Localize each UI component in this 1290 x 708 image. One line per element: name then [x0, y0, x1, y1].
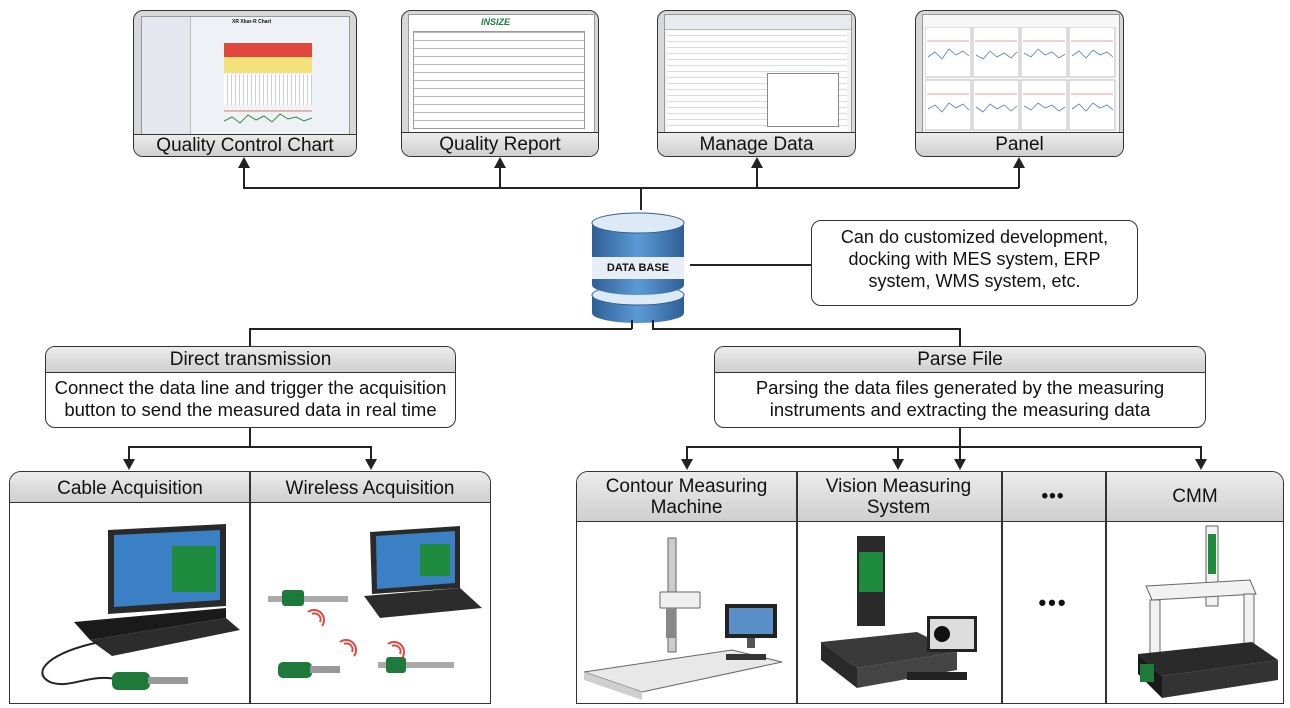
- parse-file-title: Parse File: [715, 347, 1205, 373]
- instruments-box: Contour Measuring Machine Vision Measuri…: [576, 471, 1284, 704]
- connector-parse-horizontal: [686, 446, 1201, 448]
- arrow-up-3: [751, 157, 763, 168]
- panel-manage-data: Manage Data: [657, 10, 856, 157]
- instruments-header: [577, 472, 1283, 522]
- qc-red-band: [224, 43, 312, 57]
- parse-file-box: Parse File Parsing the data files genera…: [714, 346, 1206, 428]
- cmm-label: CMM: [1172, 486, 1218, 507]
- contour-machine-image: [583, 537, 783, 700]
- connector-wireless: [370, 446, 372, 460]
- connector-top-horizontal: [243, 187, 1019, 189]
- connector-ellipsis: [959, 446, 961, 460]
- ellipsis-body: •••: [1038, 590, 1068, 615]
- connector-top-3: [756, 166, 758, 188]
- connector-cable: [128, 446, 130, 460]
- cable-acquisition-label: Cable Acquisition: [57, 478, 203, 499]
- qc-line-chart: [224, 110, 312, 124]
- connector-to-parse: [959, 328, 961, 347]
- connector-parse-down: [959, 428, 961, 447]
- qc-chart-title: XR Xbar-R Chart: [232, 19, 272, 25]
- connector-vision: [897, 446, 899, 460]
- arrow-down-contour: [681, 459, 693, 470]
- database-label: DATA BASE: [606, 262, 670, 274]
- direct-transmission-desc: Connect the data line and trigger the ac…: [54, 377, 447, 421]
- database-icon: [591, 212, 685, 323]
- laptop-cable-image: [41, 524, 240, 690]
- divider-contour-vision: [796, 472, 798, 703]
- arrow-up-2: [494, 157, 506, 168]
- arrow-down-cmm: [1195, 459, 1207, 470]
- ellipsis-header-label: •••: [1041, 486, 1065, 507]
- direct-transmission-title: Direct transmission: [46, 347, 455, 373]
- divider-ellipsis-cmm: [1105, 472, 1107, 703]
- arrow-down-cable: [123, 459, 135, 470]
- note-box: Can do customized development, docking w…: [811, 220, 1138, 306]
- connector-to-direct: [249, 328, 251, 347]
- quality-report-label: Quality Report: [402, 132, 598, 156]
- connector-db-left: [631, 320, 633, 329]
- panel-screenshot: [922, 14, 1120, 136]
- connector-direct-down: [249, 428, 251, 447]
- divider-vision-ellipsis: [1001, 472, 1003, 703]
- arrow-up-1: [238, 157, 250, 168]
- connector-contour: [686, 446, 688, 460]
- panel-label: Panel: [916, 132, 1123, 156]
- connector-top-1: [243, 166, 245, 188]
- connector-mid-right: [652, 328, 960, 330]
- cmm-image: [1138, 525, 1278, 698]
- qc-sidebar: [142, 17, 191, 134]
- wireless-devices-image: [268, 526, 482, 678]
- qc-chart-screenshot: XR Xbar-R Chart: [141, 16, 350, 135]
- wireless-acquisition-label: Wireless Acquisition: [285, 478, 455, 499]
- note-text: Can do customized development, docking w…: [840, 227, 1109, 291]
- report-table: [413, 31, 585, 129]
- vision-system-label: Vision Measuring System: [825, 476, 972, 519]
- connector-direct-horizontal: [128, 446, 371, 448]
- manage-dialog: [767, 73, 839, 127]
- arrow-up-4: [1013, 157, 1025, 168]
- acquisition-box: Cable Acquisition Wireless Acquisition: [9, 471, 491, 704]
- report-logo: INSIZE: [481, 17, 511, 27]
- connector-top-4: [1018, 166, 1020, 188]
- manage-toolbar: [665, 15, 851, 30]
- quality-report-screenshot: INSIZE: [408, 14, 595, 136]
- arrow-down-ellipsis: [954, 459, 966, 470]
- panel-mini-charts: [925, 27, 1116, 131]
- panel-panel: Panel: [915, 10, 1124, 157]
- qc-yellow-band: [224, 57, 312, 73]
- connector-top-2: [499, 166, 501, 188]
- manage-data-screenshot: [664, 14, 852, 136]
- connector-db-right: [652, 320, 654, 329]
- direct-transmission-box: Direct transmission Connect the data lin…: [45, 346, 456, 428]
- vision-system-image: [821, 536, 977, 688]
- arrow-down-wireless: [365, 459, 377, 470]
- qc-grid-area: [224, 75, 312, 105]
- qc-chart-label: Quality Control Chart: [134, 134, 356, 156]
- manage-data-label: Manage Data: [658, 132, 855, 156]
- connector-mid-left: [249, 328, 632, 330]
- connector-cmm: [1200, 446, 1202, 460]
- acquisition-divider: [249, 472, 251, 703]
- panel-quality-control-chart: XR Xbar-R Chart Quality Control Chart: [133, 10, 357, 157]
- contour-machine-label: Contour Measuring Machine: [605, 476, 768, 519]
- arrow-down-vision: [892, 459, 904, 470]
- panel-quality-report: INSIZE Quality Report: [401, 10, 599, 157]
- connector-db-note: [690, 264, 811, 266]
- connector-db-up: [640, 188, 642, 210]
- parse-file-desc: Parsing the data files generated by the …: [755, 377, 1165, 421]
